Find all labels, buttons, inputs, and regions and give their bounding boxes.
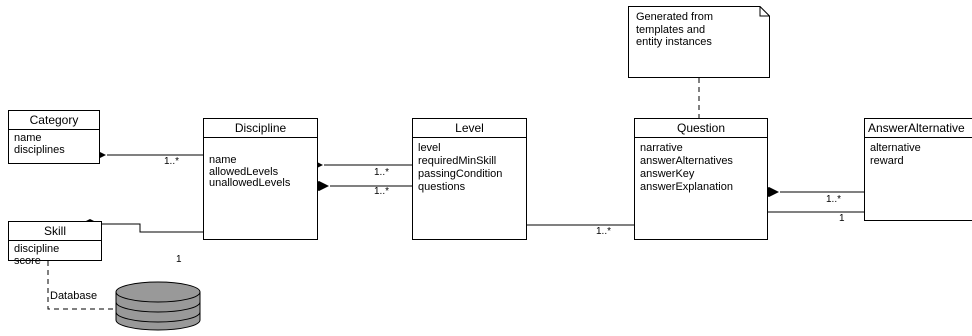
multiplicity-answer-key: 1 [839, 213, 845, 224]
note-line-1: Generated from [636, 11, 714, 23]
attribute-allowed-levels: allowedLevels [209, 165, 279, 178]
attribute-name: name [14, 132, 42, 144]
note-line-3: entity instances [636, 36, 712, 48]
class-level-attributes: level requiredMinSkill passingCondition … [413, 138, 526, 194]
attribute-unallowed-levels: unallowedLevels [209, 177, 291, 190]
note-generated: Generated from templates and entity inst… [628, 6, 770, 78]
class-answer-alternative-title: AnswerAlternative [865, 119, 972, 138]
class-skill-title: Skill [9, 222, 101, 241]
multiplicity-answer-alternatives: 1..* [826, 194, 842, 205]
class-category[interactable]: Category name disciplines [8, 110, 100, 164]
class-answer-alternative-attributes: alternative reward [865, 138, 972, 168]
attribute-discipline: discipline [14, 243, 60, 255]
multiplicity-skill-discipline: 1 [176, 254, 182, 265]
database-link-line [47, 261, 116, 310]
attribute-required-min-skill: requiredMinSkill [418, 155, 497, 167]
multiplicity-category-discipline: 1..* [164, 156, 180, 167]
class-category-attributes: name disciplines [9, 130, 99, 156]
class-skill[interactable]: Skill discipline score [8, 221, 102, 266]
attribute-score: score [14, 254, 41, 267]
attribute-answer-alternatives: answerAlternatives [640, 155, 733, 167]
attribute-reward: reward [870, 155, 904, 167]
attribute-answer-key: answerKey [640, 168, 695, 180]
attribute-disciplines: disciplines [14, 143, 65, 156]
note-line-2: templates and [636, 23, 706, 36]
database-label: Database [50, 290, 98, 302]
class-discipline-title: Discipline [204, 119, 317, 138]
database-icon [115, 281, 201, 331]
multiplicity-unallowed-levels: 1..* [374, 186, 390, 197]
class-level[interactable]: Level level requiredMinSkill passingCond… [412, 118, 527, 240]
class-skill-attributes: discipline score [9, 241, 101, 267]
class-category-title: Category [9, 111, 99, 130]
attribute-alternative: alternative [870, 142, 921, 154]
class-level-title: Level [413, 119, 526, 138]
class-question[interactable]: Question narrative answerAlternatives an… [634, 118, 768, 240]
attribute-questions: questions [418, 181, 466, 193]
class-question-title: Question [635, 119, 767, 138]
class-answer-alternative[interactable]: AnswerAlternative alternative reward [864, 118, 972, 221]
skill-discipline-association [101, 223, 204, 233]
class-question-attributes: narrative answerAlternatives answerKey a… [635, 138, 767, 194]
attribute-name: name [209, 154, 237, 166]
class-discipline-attributes: name allowedLevels unallowedLevels [204, 138, 317, 190]
class-discipline[interactable]: Discipline name allowedLevels unallowedL… [203, 118, 318, 240]
attribute-answer-explanation: answerExplanation [640, 181, 733, 193]
multiplicity-level-question: 1..* [596, 226, 612, 237]
attribute-narrative: narrative [640, 142, 683, 154]
attribute-level: level [418, 142, 441, 154]
note-shape [628, 6, 770, 78]
attribute-passing-condition: passingCondition [418, 168, 503, 180]
multiplicity-allowed-levels: 1..* [374, 167, 390, 178]
